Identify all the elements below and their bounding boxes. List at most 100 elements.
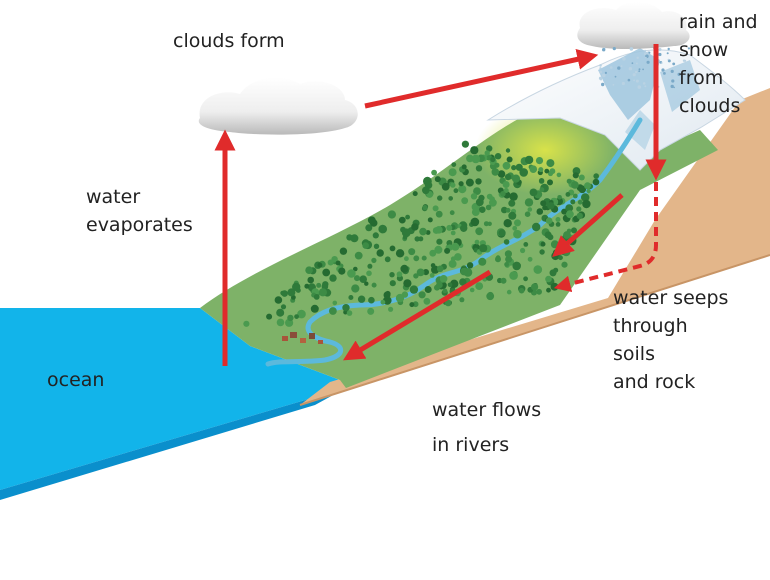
tree: [531, 283, 539, 291]
rain-drop: [648, 51, 651, 54]
rain-drop: [617, 66, 621, 70]
tree: [556, 172, 562, 178]
tree: [351, 284, 360, 293]
seepage-label: water seeps through soils and rock: [613, 287, 729, 393]
rain-drop: [667, 58, 670, 61]
tree: [561, 261, 568, 268]
rain-drop: [604, 71, 608, 74]
tree: [557, 195, 562, 200]
tree: [398, 216, 406, 224]
tree: [470, 146, 479, 155]
tree: [449, 210, 455, 216]
tree: [501, 206, 508, 214]
tree: [511, 165, 517, 171]
tree: [339, 247, 348, 255]
tree: [552, 249, 561, 257]
tree: [434, 245, 443, 254]
tree: [558, 255, 563, 261]
village: [282, 332, 323, 344]
rain-drop: [677, 78, 681, 81]
tree: [500, 191, 506, 197]
river-flow-arrow: [343, 269, 492, 361]
tree: [502, 161, 511, 170]
tree: [287, 288, 296, 297]
rain-drop: [599, 64, 602, 67]
tree: [533, 265, 543, 274]
tree: [359, 275, 368, 284]
tree: [332, 300, 338, 306]
rain-drop: [672, 62, 676, 66]
tree: [546, 287, 551, 293]
tree: [536, 208, 544, 215]
rain-drop: [629, 47, 634, 51]
rain-drop: [661, 68, 665, 72]
tree: [348, 295, 354, 300]
tree: [421, 255, 427, 261]
tree: [524, 198, 534, 207]
tree: [485, 204, 492, 211]
tree: [520, 247, 526, 254]
tree: [292, 282, 301, 292]
rain-drop: [602, 73, 606, 78]
tree: [297, 309, 306, 319]
tree: [367, 263, 373, 269]
tree: [565, 192, 571, 197]
tree: [329, 274, 337, 282]
cloud-icon: [198, 77, 358, 135]
tree: [511, 174, 521, 183]
tree: [429, 273, 435, 278]
tree: [434, 176, 441, 183]
tree: [529, 165, 538, 173]
tree: [519, 168, 528, 177]
tree: [479, 206, 486, 213]
tree: [437, 195, 443, 201]
tree: [460, 224, 468, 232]
rain-drop: [642, 68, 644, 71]
tree: [371, 257, 377, 263]
tree: [371, 282, 377, 288]
tree: [305, 266, 313, 275]
tree: [475, 227, 484, 236]
rain-drop: [635, 79, 639, 83]
tree: [414, 236, 420, 242]
tree: [471, 154, 481, 164]
tree: [450, 230, 456, 236]
tree: [412, 191, 418, 197]
tree: [509, 192, 518, 201]
tree: [474, 239, 480, 245]
tree: [572, 172, 579, 179]
tree: [566, 178, 572, 184]
tree: [451, 242, 460, 251]
tree: [532, 222, 541, 232]
tree: [413, 273, 419, 279]
rain-drop: [633, 79, 635, 82]
tree: [576, 212, 583, 220]
tree: [362, 242, 370, 249]
tree: [578, 174, 585, 181]
tree: [582, 199, 591, 209]
tree: [512, 261, 521, 271]
rain-drop: [642, 82, 646, 85]
tree: [313, 294, 320, 300]
tree: [453, 188, 459, 194]
tree: [378, 224, 388, 234]
tree: [350, 234, 359, 243]
tree: [458, 181, 464, 187]
rain-drop: [620, 65, 623, 67]
tree: [555, 222, 561, 227]
tree: [502, 181, 510, 188]
tree: [539, 187, 545, 193]
tree: [515, 163, 523, 171]
tree: [505, 207, 511, 213]
tree: [395, 249, 405, 258]
tree: [539, 249, 545, 255]
tree: [419, 227, 427, 236]
tree: [435, 226, 443, 234]
tree: [571, 181, 579, 189]
tree: [389, 272, 395, 278]
rain-drop: [671, 79, 675, 83]
tree: [555, 217, 561, 222]
tree: [494, 153, 502, 160]
precipitation-label: rain and snow from clouds: [679, 11, 758, 117]
